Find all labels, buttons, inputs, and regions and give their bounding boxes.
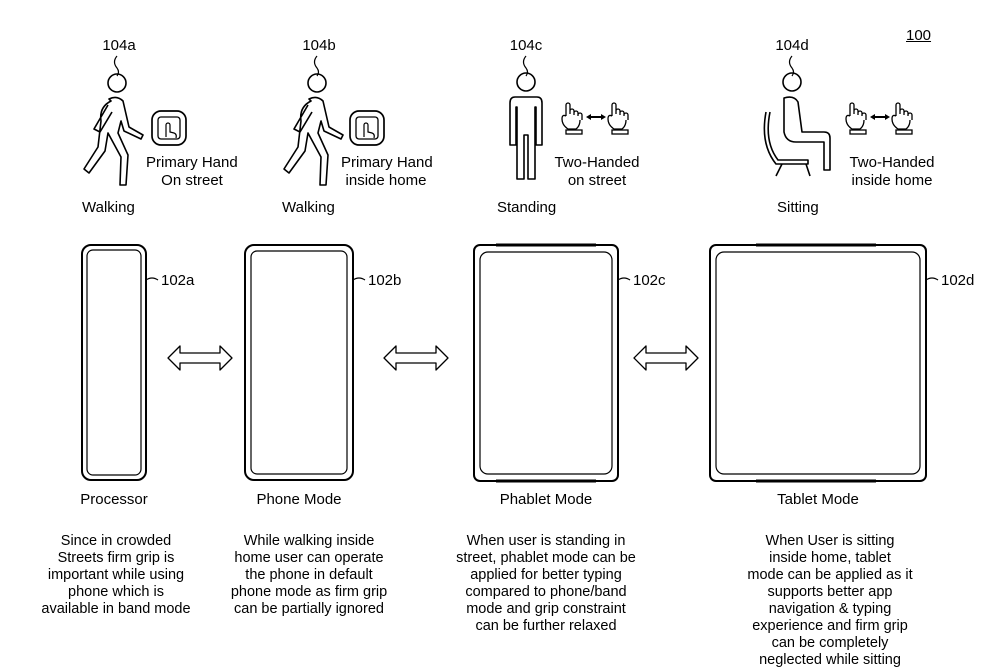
hand-label-context: inside home	[345, 172, 427, 189]
device-ref: 102d	[941, 272, 975, 289]
device-phablet	[473, 243, 631, 483]
standing-person-icon	[509, 72, 543, 180]
figure-ref: 100	[906, 27, 932, 44]
device-ref: 102a	[161, 272, 195, 289]
two-hands-icon	[561, 102, 629, 135]
person-ref: 104a	[102, 37, 136, 54]
mode-label: Phone Mode	[256, 491, 342, 508]
posture-label: Sitting	[777, 199, 819, 216]
hand-label-context: on street	[567, 172, 627, 189]
tablet-touch-icon	[151, 110, 187, 146]
mode-label: Phablet Mode	[499, 491, 593, 508]
leader-lines	[113, 55, 795, 77]
mode-label: Tablet Mode	[777, 491, 859, 508]
mode-description: When user is standing in street, phablet…	[456, 533, 636, 634]
mode-description: While walking inside home user can opera…	[230, 533, 388, 617]
mode-label: Processor	[80, 491, 148, 508]
hand-label-context: inside home	[851, 172, 933, 189]
tablet-touch-icon	[349, 110, 385, 146]
double-arrow-icon	[633, 345, 699, 371]
hand-label: Primary Hand	[341, 154, 433, 171]
device-phone	[244, 244, 366, 481]
double-arrow-icon	[383, 345, 449, 371]
walking-person-icon	[283, 73, 344, 186]
sitting-person-icon	[763, 72, 831, 177]
device-band	[81, 244, 159, 481]
posture-label: Walking	[82, 199, 135, 216]
hand-label: Primary Hand	[146, 154, 238, 171]
person-ref: 104b	[302, 37, 336, 54]
device-ref: 102b	[368, 272, 402, 289]
mode-description: When User is sitting inside home, tablet…	[747, 533, 913, 668]
posture-label: Standing	[497, 199, 557, 216]
device-tablet	[709, 243, 939, 483]
hand-label: Two-Handed	[849, 154, 935, 171]
double-arrow-icon	[167, 345, 233, 371]
hand-label: Two-Handed	[554, 154, 640, 171]
person-ref: 104c	[509, 37, 543, 54]
mode-description: Since in crowded Streets firm grip is im…	[41, 533, 191, 617]
device-ref: 102c	[633, 272, 666, 289]
walking-person-icon	[83, 73, 144, 186]
two-hands-icon	[845, 102, 913, 135]
hand-label-context: On street	[161, 172, 223, 189]
posture-label: Walking	[282, 199, 335, 216]
person-ref: 104d	[775, 37, 809, 54]
